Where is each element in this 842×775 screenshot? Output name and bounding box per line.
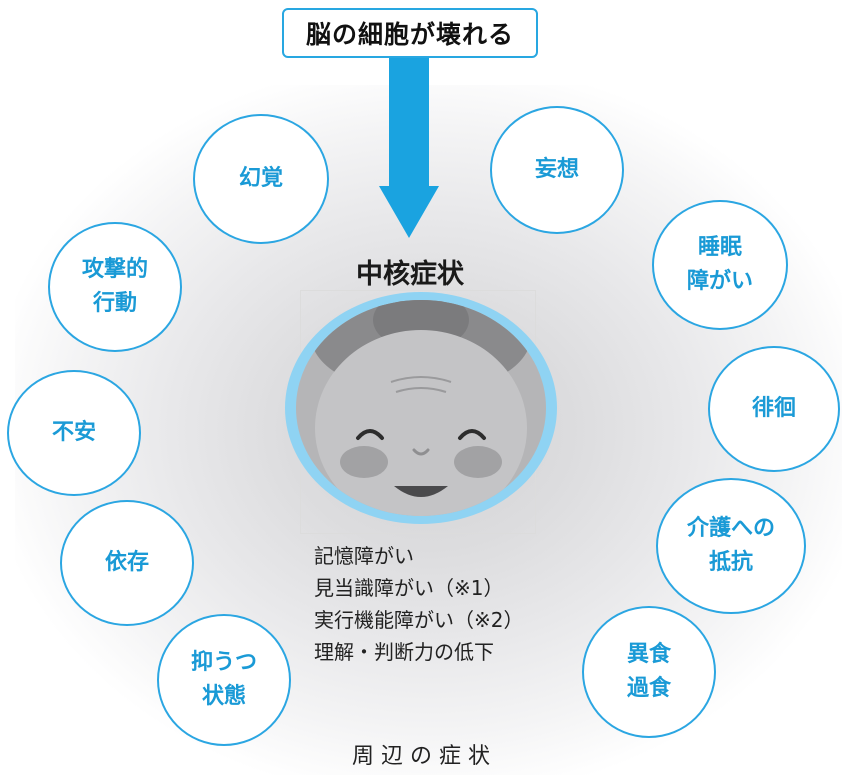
brain-cell-damage-label: 脳の細胞が壊れる	[305, 20, 514, 49]
bubble-label: 介護への 抵抗	[686, 516, 775, 575]
down-arrow-shaft	[389, 58, 429, 186]
bubble-wandering: 徘徊	[708, 346, 840, 472]
peripheral-symptoms-label: 周 辺 の 症 状	[352, 744, 490, 769]
bubble-label: 依存	[104, 550, 149, 575]
bubble-label: 徘徊	[751, 396, 796, 421]
bubble-hallucination: 幻覚	[193, 114, 329, 244]
bubble-sleep-disorder: 睡眠 障がい	[652, 200, 788, 330]
core-symptoms-title: 中核症状	[356, 259, 464, 290]
bubble-delusion: 妄想	[490, 106, 624, 234]
bubble-dependence: 依存	[60, 500, 194, 626]
bubble-label: 妄想	[534, 157, 579, 182]
bubble-aggressive-behavior: 攻撃的 行動	[48, 222, 182, 352]
down-arrow-icon	[379, 186, 439, 238]
core-symptoms-list: 記憶障がい 見当識障がい（※1） 実行機能障がい（※2） 理解・判断力の低下	[314, 540, 604, 668]
bubble-label: 異食 過食	[626, 642, 671, 701]
core-symptom-item: 記憶障がい	[314, 544, 414, 568]
bubble-care-resistance: 介護への 抵抗	[656, 478, 806, 614]
bubble-anxiety: 不安	[7, 370, 141, 496]
bubble-pica-overeating: 異食 過食	[582, 606, 716, 738]
brain-cell-damage-box: 脳の細胞が壊れる	[282, 8, 538, 58]
elderly-woman-face-icon	[296, 300, 546, 516]
bubble-label: 幻覚	[238, 166, 283, 191]
core-symptom-item: 見当識障がい（※1）	[314, 576, 504, 600]
bubble-label: 睡眠 障がい	[686, 235, 753, 294]
core-symptom-item: 理解・判断力の低下	[314, 640, 494, 664]
bubble-label: 抑うつ 状態	[190, 650, 257, 709]
bubble-label: 攻撃的 行動	[81, 257, 148, 316]
core-symptom-item: 実行機能障がい（※2）	[314, 608, 524, 632]
bubble-depression: 抑うつ 状態	[157, 614, 291, 746]
bubble-label: 不安	[51, 420, 96, 445]
